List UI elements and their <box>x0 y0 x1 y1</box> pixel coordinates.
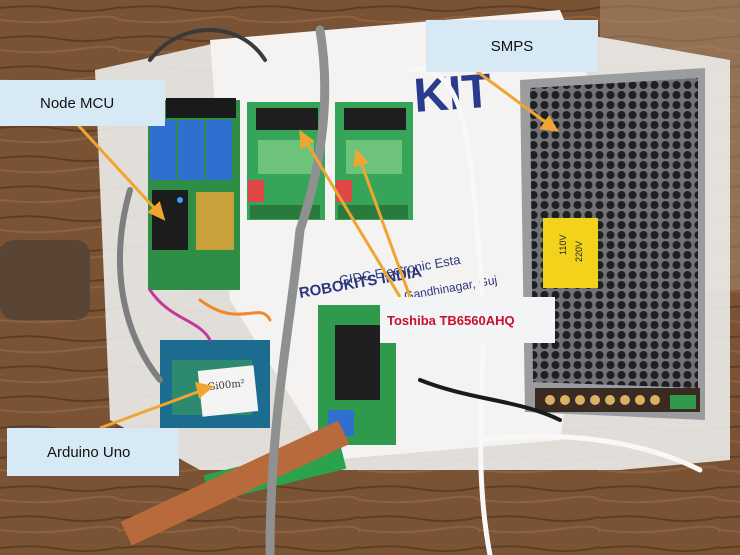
arrow-node-mcu <box>76 123 159 213</box>
arduino-uno-board: Gi00m² <box>160 340 270 428</box>
warning-220v: 220V <box>574 241 584 262</box>
arrow-toshiba-right <box>358 159 412 298</box>
cables <box>117 25 703 555</box>
arrow-smps <box>474 68 549 126</box>
callout-toshiba-driver: Toshiba TB6560AHQ <box>380 297 555 343</box>
annotation-arrows <box>76 68 559 430</box>
tape-roll <box>0 240 90 320</box>
callout-smps: SMPS <box>426 20 598 72</box>
relay-board <box>148 98 240 290</box>
sticker-label: Gi00m² <box>207 378 245 393</box>
callout-arduino-uno: Arduino Uno <box>7 428 179 476</box>
perf-board <box>120 420 350 546</box>
handwritten-sticker <box>197 365 259 417</box>
callout-node-mcu: Node MCU <box>0 80 165 126</box>
voltage-warning-sticker <box>543 218 598 288</box>
dc-converter <box>196 192 234 250</box>
warning-110v: 110V <box>558 235 568 255</box>
stepper-driver-left <box>247 102 325 220</box>
arrow-toshiba-left <box>303 139 402 298</box>
arrow-arduino-uno <box>99 388 204 430</box>
breakout-board <box>318 305 396 445</box>
smps-power-supply: 110V 220V <box>520 68 705 420</box>
